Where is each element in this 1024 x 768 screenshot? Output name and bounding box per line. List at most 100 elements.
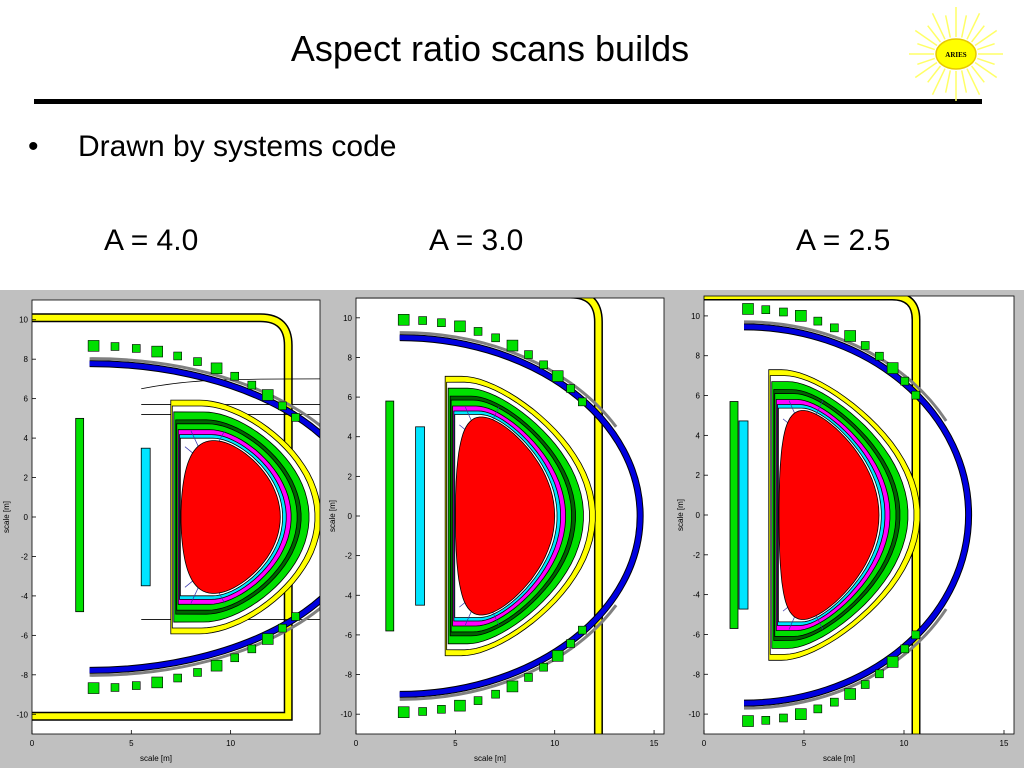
y-tick-label: -8	[21, 671, 29, 680]
x-tick-label: 5	[129, 739, 134, 748]
y-tick-label: 10	[691, 312, 700, 321]
x-tick-label: 5	[453, 739, 458, 748]
logo-ray	[977, 57, 995, 66]
logo-ray	[914, 29, 938, 47]
pf-coil-box	[437, 318, 446, 327]
pf-coil-box	[844, 688, 856, 700]
y-tick-label: 2	[24, 474, 29, 483]
tf-coil	[743, 324, 971, 706]
y-tick-label: 6	[348, 393, 353, 402]
pf-coil-box	[551, 650, 564, 662]
y-tick-label: 0	[24, 513, 29, 522]
central-column-green	[385, 400, 395, 632]
pf-coil-box	[795, 310, 807, 322]
tf-coil	[399, 335, 643, 697]
y-tick-label: -8	[345, 671, 353, 680]
y-tick-label: 10	[19, 316, 28, 325]
outer-boundary	[579, 298, 602, 734]
x-tick-label: 0	[702, 739, 707, 748]
y-tick-label: 6	[696, 392, 701, 401]
logo-text: ARIES	[945, 51, 967, 59]
pf-coil-box	[110, 683, 120, 692]
pf-coil-box	[860, 341, 870, 350]
y-tick-label: -2	[21, 552, 29, 561]
y-tick-label: 8	[24, 355, 29, 364]
pf-coil-box	[278, 623, 287, 633]
pf-coil-box	[261, 633, 274, 645]
x-tick-label: 10	[550, 739, 559, 748]
pf-coil-box	[473, 327, 483, 336]
inboard-cyan-column	[738, 420, 749, 610]
pf-coil-box	[779, 307, 788, 317]
y-tick-label: 4	[348, 433, 353, 442]
central-column-green	[75, 417, 85, 613]
pf-coil-box	[844, 330, 856, 342]
plasma	[180, 440, 281, 594]
pf-coil-box	[230, 371, 240, 381]
y-tick-label: -10	[340, 710, 352, 719]
pf-coil-box	[900, 644, 910, 654]
pf-coil-box	[578, 625, 587, 635]
pf-coil-box	[454, 320, 466, 333]
pf-coil-box	[131, 681, 141, 690]
y-tick-label: -2	[345, 552, 353, 561]
y-tick-label: -4	[693, 591, 701, 600]
logo-ray	[970, 65, 985, 83]
pf-coil-box	[860, 680, 870, 689]
pf-coil-box	[813, 316, 823, 326]
label-a30: A = 3.0	[429, 224, 524, 257]
y-tick-label: -6	[693, 630, 701, 639]
pf-coil-box	[454, 699, 466, 712]
y-axis-label: scale [m]	[2, 501, 11, 533]
y-tick-label: 10	[343, 314, 352, 323]
logo-ray	[974, 61, 998, 79]
build-layers	[32, 313, 320, 721]
y-tick-label: -10	[16, 710, 28, 719]
y-tick-label: 2	[696, 471, 701, 480]
logo-ray	[931, 12, 946, 40]
bullet-text: Drawn by systems code	[78, 130, 397, 163]
logo-ray	[917, 42, 935, 51]
logo-ray	[966, 68, 981, 96]
pf-coil-box	[886, 362, 899, 374]
pf-coil-box	[795, 708, 807, 720]
x-tick-label: 15	[1000, 739, 1009, 748]
build-layers	[356, 298, 644, 734]
x-axis-label: scale [m]	[474, 754, 506, 763]
logo-ray	[960, 70, 968, 93]
label-a25: A = 2.5	[796, 224, 891, 257]
x-tick-label: 10	[226, 739, 235, 748]
x-axis-label: scale [m]	[140, 754, 172, 763]
pf-coil-box	[291, 413, 300, 422]
slide-title: Aspect ratio scans builds	[290, 28, 690, 69]
pf-coil-box	[437, 705, 446, 714]
logo-ray	[917, 57, 935, 66]
pf-coil-box	[506, 680, 519, 693]
logo-ray	[927, 65, 942, 83]
logo-ray	[960, 15, 968, 38]
y-tick-label: -2	[693, 551, 701, 560]
bullet-point-icon: •	[28, 130, 39, 163]
pf-coil-box	[397, 314, 410, 326]
y-tick-label: 4	[24, 434, 29, 443]
y-tick-label: -4	[345, 591, 353, 600]
build-layers	[704, 296, 972, 734]
central-column-green	[729, 401, 739, 629]
pf-coil-box	[151, 676, 163, 689]
pf-coil-box	[742, 715, 754, 727]
pf-coil-box	[210, 362, 223, 375]
bullet-item: • Drawn by systems code	[28, 130, 396, 164]
pf-coil-box	[524, 350, 533, 359]
y-tick-label: 8	[696, 352, 701, 361]
pf-coil-box	[539, 662, 548, 672]
y-tick-label: -10	[688, 710, 700, 719]
logo-ray	[931, 68, 946, 96]
pf-coil-box	[875, 669, 884, 679]
x-tick-label: 15	[650, 739, 659, 748]
logo-ray	[970, 25, 985, 43]
y-axis-label: scale [m]	[328, 500, 337, 532]
logo-ray	[974, 29, 998, 47]
